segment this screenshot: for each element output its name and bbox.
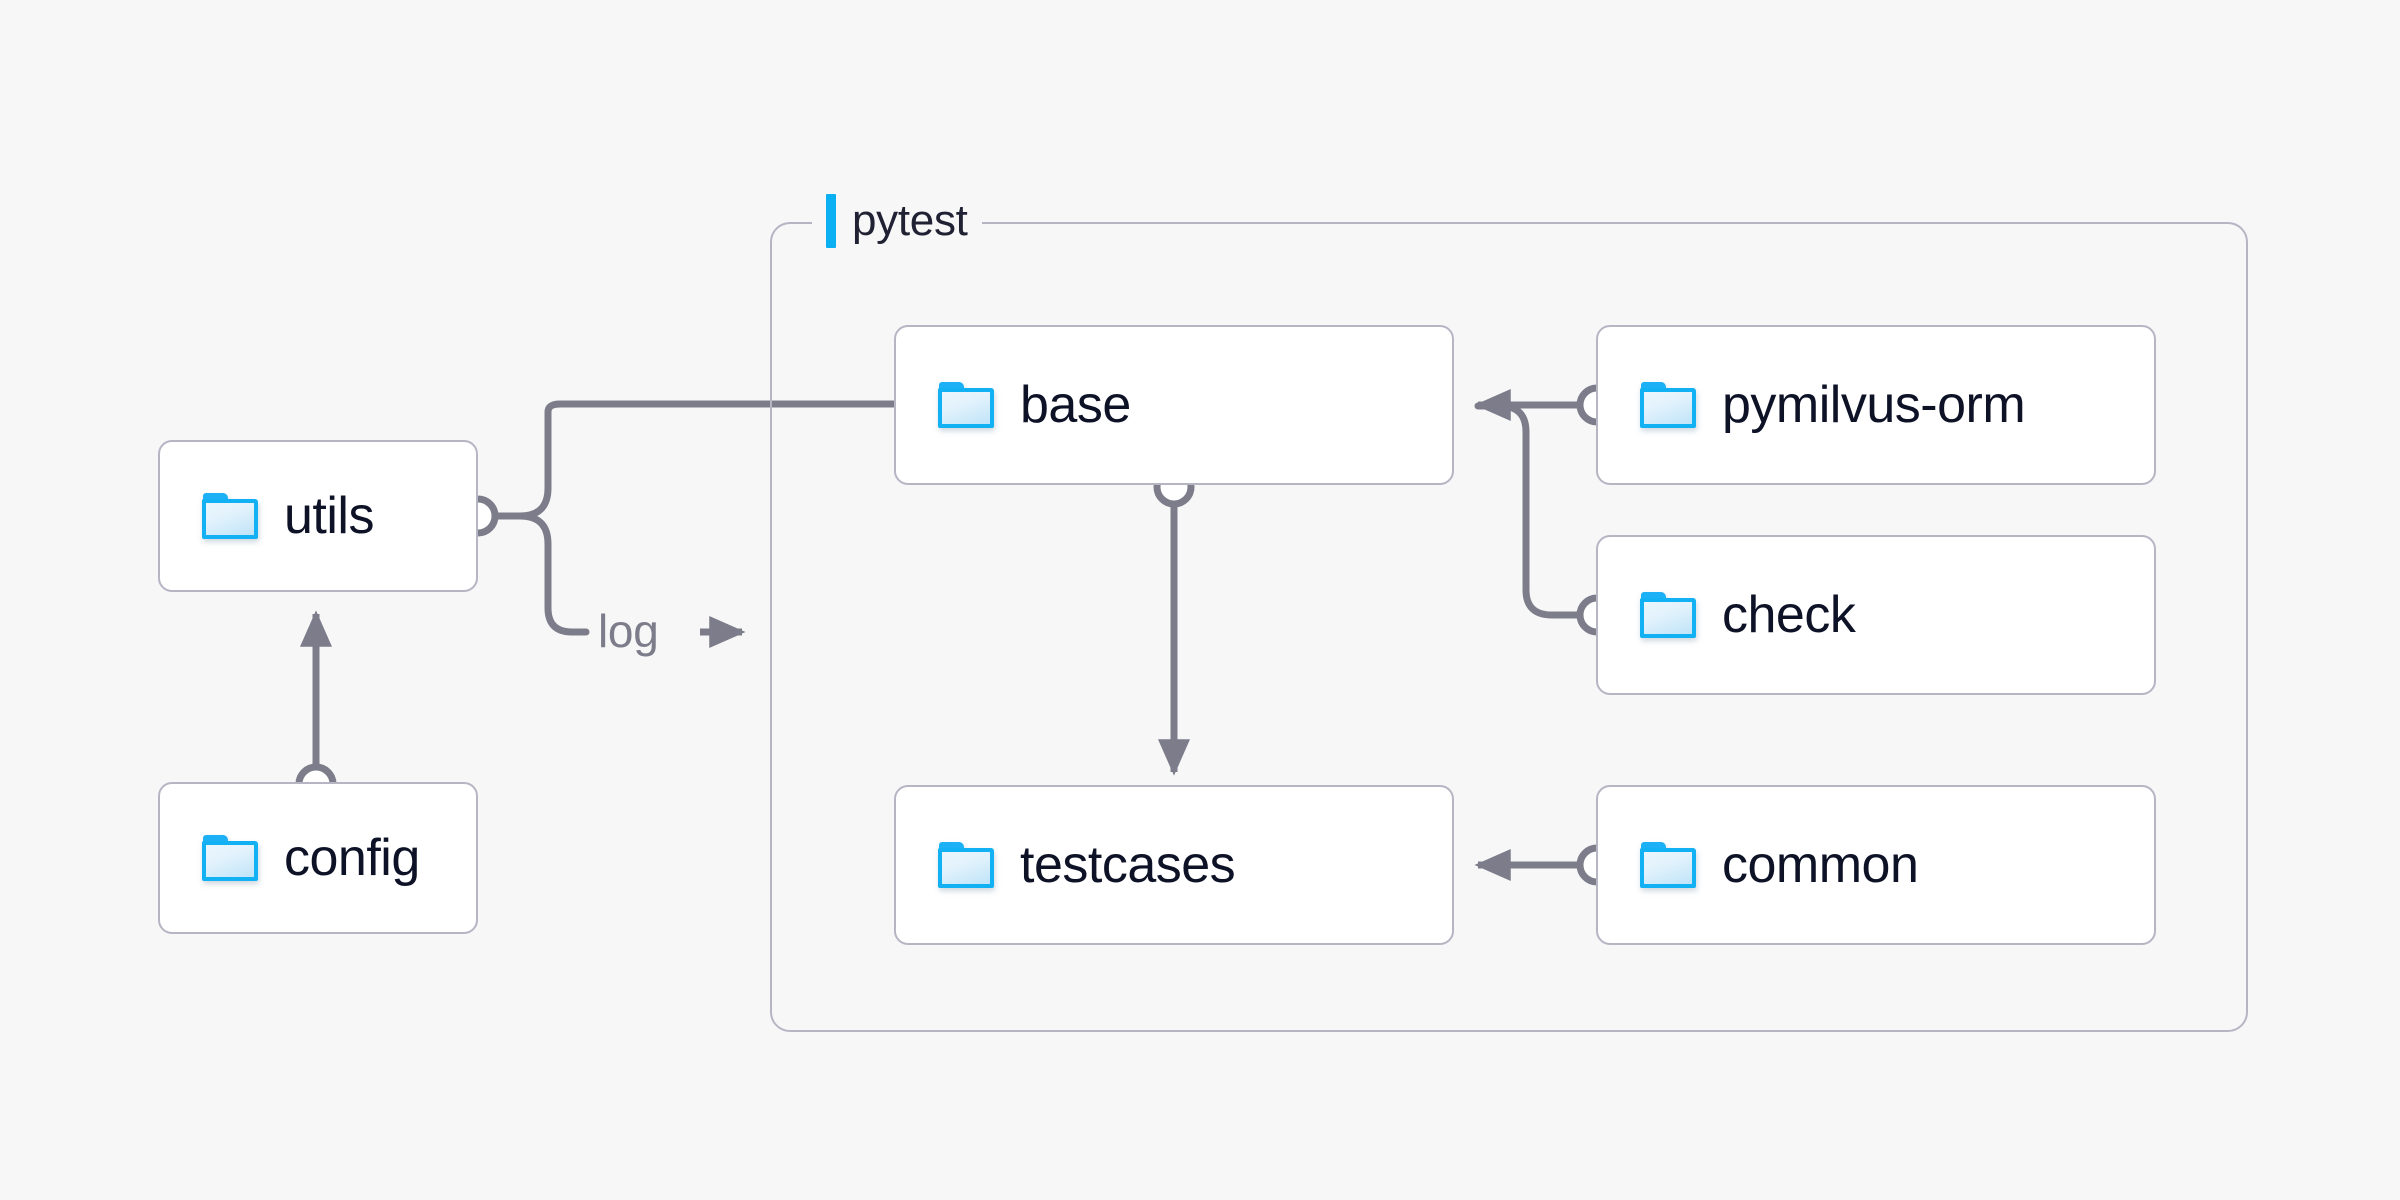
node-check-label: check (1722, 586, 1856, 644)
group-pytest-title-wrap[interactable]: pytest (812, 192, 982, 250)
node-utils[interactable]: utils (158, 440, 478, 592)
node-check[interactable]: check (1596, 535, 2156, 695)
folder-icon (202, 835, 258, 881)
node-base[interactable]: base (894, 325, 1454, 485)
node-config[interactable]: config (158, 782, 478, 934)
node-testcases[interactable]: testcases (894, 785, 1454, 945)
node-utils-label: utils (284, 487, 374, 545)
folder-icon (1640, 382, 1696, 428)
node-pymilvus-orm-label: pymilvus-orm (1722, 376, 2026, 434)
edge-label-log: log (598, 605, 659, 657)
folder-icon (938, 842, 994, 888)
node-config-label: config (284, 829, 420, 887)
node-common[interactable]: common (1596, 785, 2156, 945)
folder-icon (938, 382, 994, 428)
node-common-label: common (1722, 836, 1919, 894)
folder-icon (1640, 592, 1696, 638)
folder-icon (202, 493, 258, 539)
group-pytest[interactable] (770, 222, 2248, 1032)
group-accent-bar-icon (826, 194, 836, 248)
node-pymilvus-orm[interactable]: pymilvus-orm (1596, 325, 2156, 485)
node-testcases-label: testcases (1020, 836, 1236, 894)
node-base-label: base (1020, 376, 1131, 434)
folder-icon (1640, 842, 1696, 888)
group-pytest-label: pytest (852, 196, 968, 245)
